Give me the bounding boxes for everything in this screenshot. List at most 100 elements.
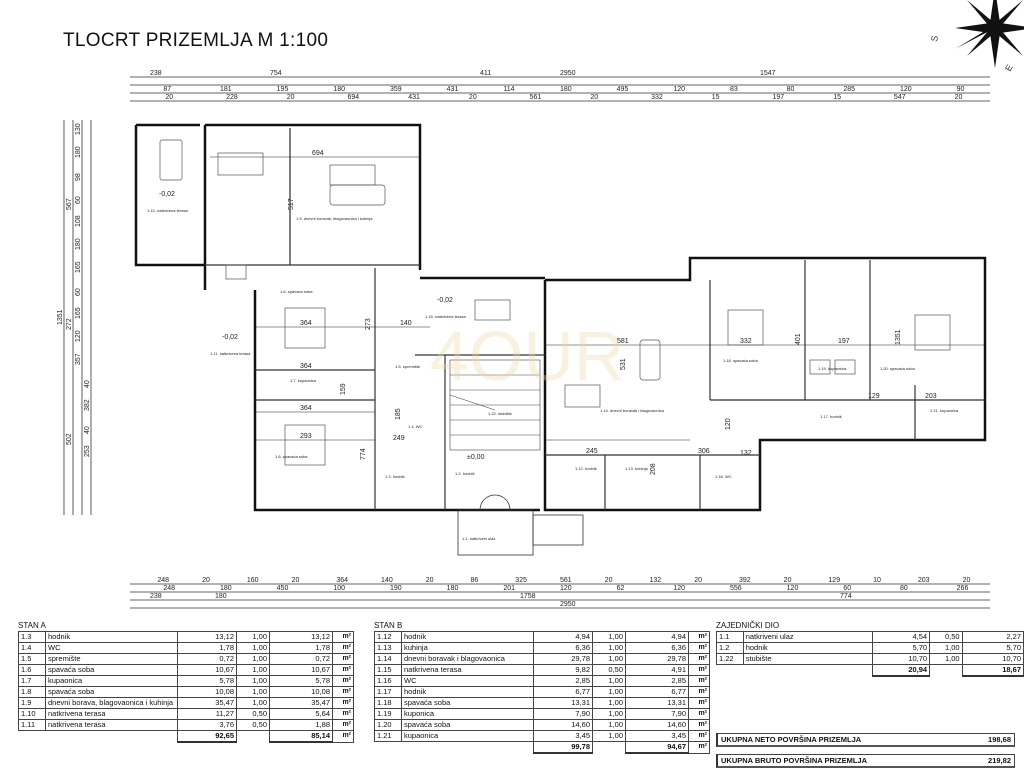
cell-id: 1.7 — [18, 675, 46, 687]
dimension-label: 83 — [730, 86, 738, 93]
dimension-label: 2950 — [560, 70, 576, 77]
cell-unit: m² — [688, 653, 710, 665]
dimension-label: 382 — [84, 399, 91, 411]
cell-area: 3,45 — [533, 730, 593, 742]
empty-cell — [46, 731, 178, 743]
cell-name: kupaonica — [401, 730, 534, 742]
cell-net: 1,78 — [269, 642, 333, 654]
dimension-label: 581 — [617, 338, 629, 345]
cell-id: 1.2 — [716, 642, 744, 654]
room-label: 1.11. natkrivena terasa — [210, 351, 251, 356]
cell-id: 1.11 — [18, 719, 46, 731]
cell-net: 35,47 — [269, 697, 333, 709]
cell-unit: m² — [688, 642, 710, 654]
cell-id: 1.1 — [716, 631, 744, 643]
entrance-canopy — [457, 494, 584, 556]
cell-net: 4,94 — [625, 631, 689, 643]
dimension-label: 203 — [925, 393, 937, 400]
dimension-label: 90 — [957, 86, 965, 93]
dimension-label: 567 — [66, 198, 73, 210]
dimension-label: 120 — [75, 330, 82, 342]
cell-id: 1.8 — [18, 686, 46, 698]
dimension-label: 20 — [784, 577, 792, 584]
cell-area: 35,47 — [177, 697, 237, 709]
cell-id: 1.14 — [374, 653, 402, 665]
cell-area: 4,94 — [533, 631, 593, 643]
dimension-label: 15 — [712, 94, 720, 101]
dimension-label: 401 — [795, 333, 802, 345]
cell-name: natkriveni ulaz — [742, 631, 873, 643]
total-cell: 99,78 — [533, 741, 593, 754]
dimension-label: 100 — [333, 585, 345, 592]
dimension-label: 561 — [530, 94, 542, 101]
dimension-label: 556 — [730, 585, 742, 592]
cell-coef: 1,00 — [236, 686, 270, 698]
dimension-label: 197 — [773, 94, 785, 101]
cell-name: WC — [45, 642, 178, 654]
cell-unit: m² — [332, 675, 354, 687]
cell-area: 13,12 — [177, 631, 237, 643]
cell-net: 5,78 — [269, 675, 333, 687]
dimension-label: 120 — [673, 86, 685, 93]
dimension-label: 20 — [963, 577, 971, 584]
room-label: 1.15. natkrivena terasa — [425, 314, 466, 319]
cell-id: 1.15 — [374, 664, 402, 676]
room-label: 1.9. dnevni boravak, blagovaonica i kuhi… — [296, 216, 373, 221]
dimension-label: 238 — [150, 593, 162, 600]
cell-unit: m² — [332, 664, 354, 676]
cell-name: dnevni borava, blagovaonica i kuhinja — [45, 697, 178, 709]
cell-unit: m² — [332, 642, 354, 654]
room-label: 1.3. hodnik — [385, 474, 405, 479]
room-label: 1.4. WC — [408, 424, 423, 429]
level-marker: -0,02 — [437, 297, 453, 304]
dimension-label: 774 — [360, 448, 367, 460]
dimension-label: 1758 — [520, 593, 536, 600]
dimension-label: 561 — [560, 577, 572, 584]
cell-net: 0,72 — [269, 653, 333, 665]
dimension-label: 80 — [787, 86, 795, 93]
dimension-label: 132 — [649, 577, 661, 584]
cell-net: 1,88 — [269, 719, 333, 731]
cell-area: 10,08 — [177, 686, 237, 698]
dimension-label: 285 — [843, 86, 855, 93]
cell-net: 5,64 — [269, 708, 333, 720]
room-label: 1.19. kupaonica — [818, 366, 847, 371]
dimension-label: 20 — [165, 94, 173, 101]
dimension-label: 208 — [650, 463, 657, 475]
cell-area: 3,76 — [177, 719, 237, 731]
cell-name: spremište — [45, 653, 178, 665]
cell-net: 4,91 — [625, 664, 689, 676]
dimension-label: 1351 — [895, 329, 902, 345]
cell-name: natkrivena terasa — [401, 664, 534, 676]
dimension-label: 185 — [395, 408, 402, 420]
dimension-label: 325 — [515, 577, 527, 584]
cell-unit: m² — [688, 631, 710, 643]
cell-id: 1.6 — [18, 664, 46, 676]
cell-coef: 1,00 — [236, 697, 270, 709]
cell-area: 2,85 — [533, 675, 593, 687]
dimension-label: 20 — [202, 577, 210, 584]
dimension-label: 1351 — [57, 309, 64, 325]
cell-name: spavaća soba — [45, 664, 178, 676]
dimension-label: 364 — [300, 363, 312, 370]
furniture — [159, 139, 951, 466]
cell-net: 7,90 — [625, 708, 689, 720]
dimension-label: 20 — [605, 577, 613, 584]
room-label: 1.14. dnevni boravak i blagovaonica — [600, 408, 665, 413]
cell-name: hodnik — [742, 642, 873, 654]
dimension-label: 228 — [226, 94, 238, 101]
cell-unit: m² — [332, 697, 354, 709]
cell-name: stubište — [742, 653, 873, 665]
cell-area: 0,72 — [177, 653, 237, 665]
dimension-label: 160 — [247, 577, 259, 584]
